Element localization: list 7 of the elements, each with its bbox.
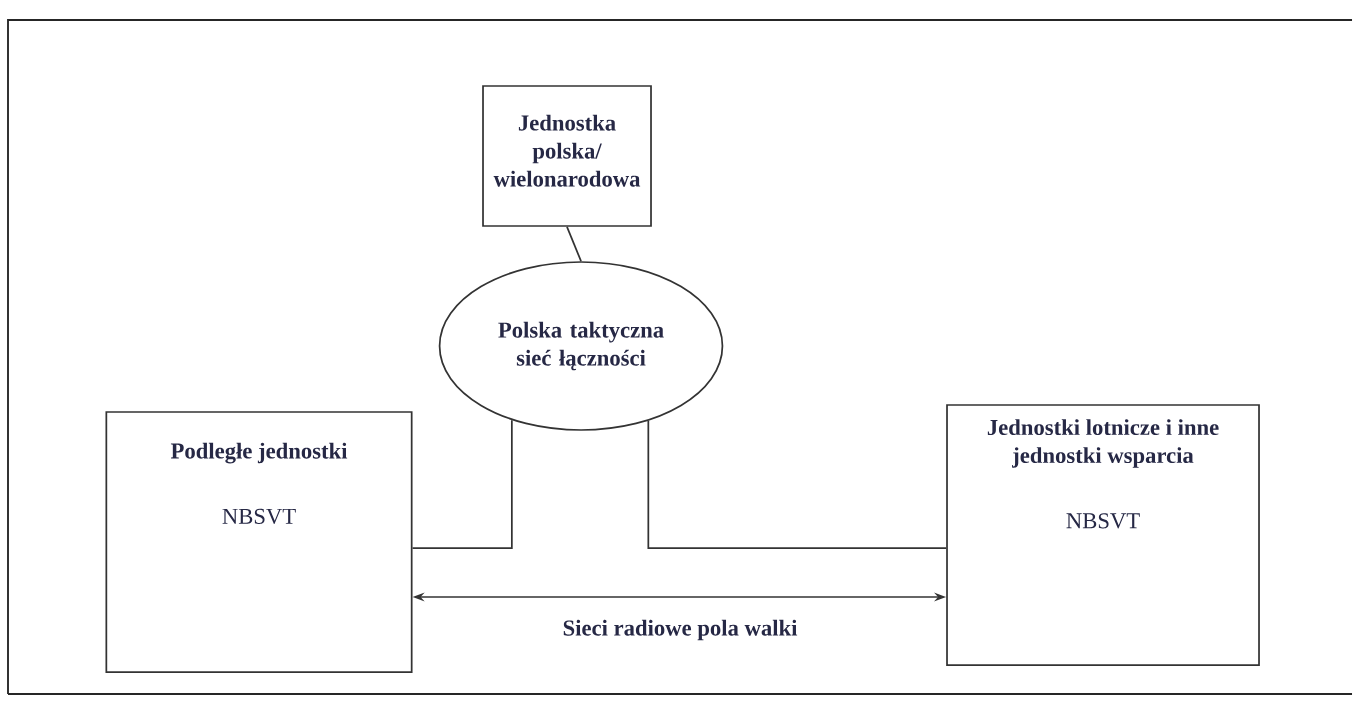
connector [566, 226, 582, 262]
connector [411, 419, 513, 549]
connector [647, 419, 947, 549]
unit-box: Jednostka polska/ wielonarodowa [482, 85, 652, 227]
unit-box: Podległe jednostki NBSVT [105, 411, 413, 673]
unit-box: Jednostki lotnicze i inne jednostki wsparcia NBSVT [946, 404, 1260, 666]
edge-label: Sieci radiowe pola walki [559, 617, 801, 643]
